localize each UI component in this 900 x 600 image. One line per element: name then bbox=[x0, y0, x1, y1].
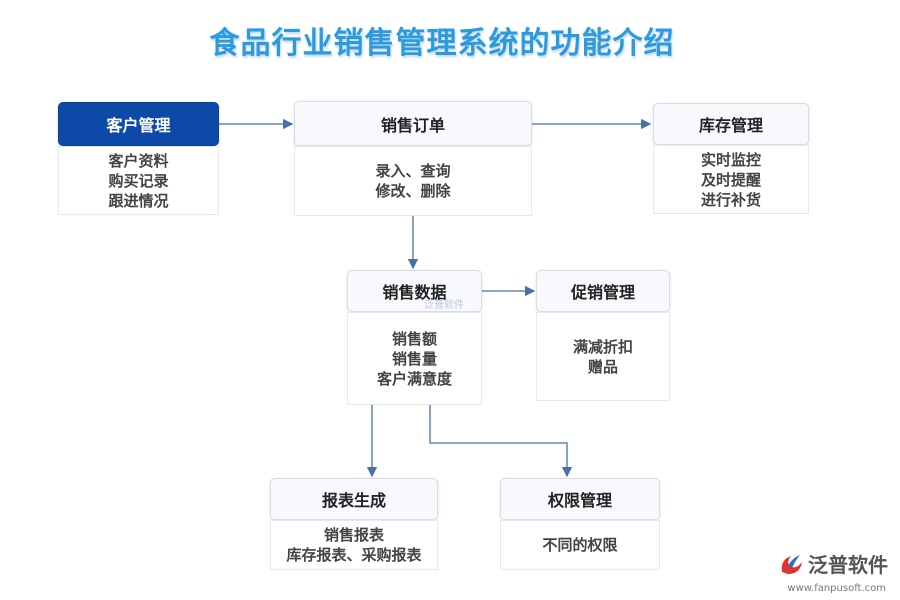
node-report-label: 报表生成 bbox=[321, 491, 386, 510]
detail-item: 客户满意度 bbox=[376, 369, 452, 388]
node-permission: 权限管理 bbox=[500, 478, 660, 520]
detail-item: 销售报表 bbox=[323, 526, 384, 544]
detail-promotion: 满减折扣 赠品 bbox=[536, 312, 670, 401]
logo-url: www.fanpusoft.com bbox=[787, 583, 886, 594]
detail-item: 录入、查询 bbox=[375, 162, 451, 180]
watermark: 泛普软件 bbox=[424, 300, 464, 311]
arrow-sales-data-to-permission bbox=[429, 405, 573, 478]
detail-inventory: 实时监控 及时提醒 进行补货 bbox=[653, 145, 809, 214]
node-customer-label: 客户管理 bbox=[106, 116, 171, 135]
detail-item: 客户资料 bbox=[108, 151, 169, 170]
node-inventory-label: 库存管理 bbox=[698, 116, 763, 135]
detail-sales-data: 销售额 销售量 客户满意度 bbox=[347, 312, 482, 405]
detail-item: 不同的权限 bbox=[542, 536, 618, 554]
detail-item: 修改、删除 bbox=[375, 182, 451, 200]
detail-item: 购买记录 bbox=[108, 171, 169, 190]
node-order: 销售订单 bbox=[294, 101, 532, 146]
node-sales-data-label: 销售数据 bbox=[382, 283, 447, 302]
detail-item: 销售量 bbox=[391, 349, 437, 368]
brand-logo: 泛普软件 bbox=[778, 549, 888, 578]
node-report: 报表生成 bbox=[270, 478, 438, 520]
detail-permission: 不同的权限 bbox=[500, 520, 660, 570]
fanpu-logo-icon bbox=[781, 554, 802, 574]
node-inventory: 库存管理 bbox=[653, 103, 809, 145]
detail-item: 进行补货 bbox=[700, 190, 761, 209]
node-sales-data: 销售数据 bbox=[347, 270, 482, 312]
detail-order: 录入、查询 修改、删除 bbox=[294, 146, 532, 216]
node-order-label: 销售订单 bbox=[380, 115, 445, 135]
detail-item: 跟进情况 bbox=[108, 191, 169, 210]
detail-customer: 客户资料 购买记录 跟进情况 bbox=[58, 146, 219, 215]
node-customer: 客户管理 bbox=[58, 102, 219, 146]
detail-item: 及时提醒 bbox=[700, 170, 761, 189]
logo-name: 泛普软件 bbox=[808, 553, 888, 577]
detail-item: 销售额 bbox=[391, 329, 437, 348]
node-promotion: 促销管理 bbox=[536, 270, 670, 312]
detail-report: 销售报表 库存报表、采购报表 bbox=[270, 520, 438, 570]
detail-item: 实时监控 bbox=[700, 150, 761, 169]
node-promotion-label: 促销管理 bbox=[570, 283, 635, 302]
detail-item: 满减折扣 bbox=[572, 337, 633, 356]
node-permission-label: 权限管理 bbox=[547, 491, 612, 510]
detail-item: 库存报表、采购报表 bbox=[286, 546, 422, 564]
page-title: 食品行业销售管理系统的功能介绍 bbox=[209, 26, 675, 61]
detail-item: 赠品 bbox=[587, 357, 618, 376]
